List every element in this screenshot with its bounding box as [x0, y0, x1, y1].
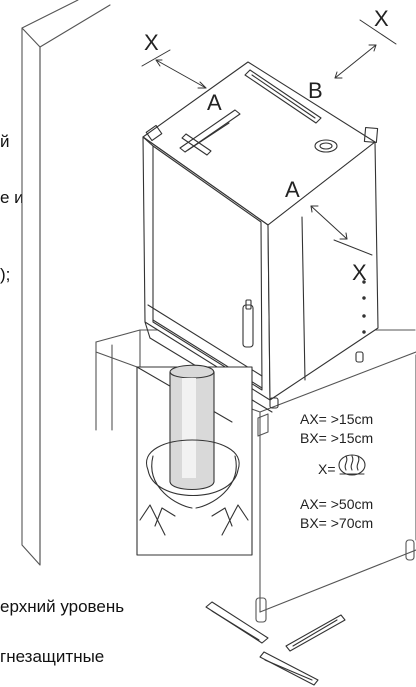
label-b: B [308, 78, 323, 103]
text-fragment-3: ); [0, 265, 11, 284]
text-fragment-4: ерхний уровень [0, 597, 125, 616]
wall-panel [21, 0, 111, 566]
foot-detail-inset [136, 364, 253, 556]
label-x-top-right: X [374, 6, 389, 31]
base-stand [95, 329, 416, 623]
label-a-top: A [207, 90, 222, 115]
handle-parts [205, 601, 346, 686]
oven-unit [142, 61, 379, 413]
text-fragment-5: гнезащитные [0, 647, 105, 666]
label-x-equals: X= [318, 461, 336, 477]
clearance-arrows [141, 19, 397, 256]
label-bx-15: BX= >15cm [300, 430, 373, 446]
label-ax-15: AX= >15cm [300, 411, 373, 427]
label-x-top-left: X [144, 30, 159, 55]
text-fragment-1: й [0, 132, 10, 151]
label-bx-70: BX= >70cm [300, 515, 373, 531]
label-a-right: A [285, 177, 300, 202]
label-x-right: X [352, 260, 367, 285]
label-ax-50: AX= >50cm [300, 496, 373, 512]
heat-warning-icon [338, 454, 366, 476]
text-fragment-2: е и [0, 188, 24, 207]
